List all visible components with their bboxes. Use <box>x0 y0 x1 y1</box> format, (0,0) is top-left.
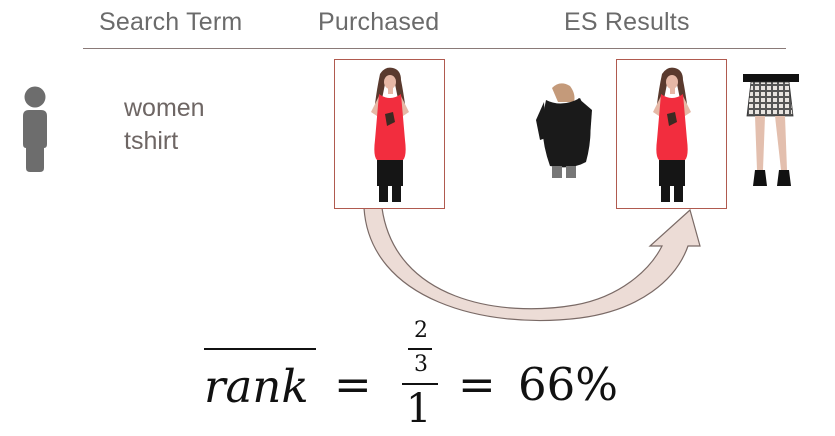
search-term-line-2: tshirt <box>124 127 179 155</box>
rank-formula: rank = 2 3 1 = 66% <box>198 318 638 436</box>
formula-equals-2: = <box>458 358 496 411</box>
result-black-top-image[interactable] <box>530 80 600 180</box>
formula-result: 66% <box>518 358 619 411</box>
formula-main-line <box>402 383 438 385</box>
red-tank-top-image <box>371 67 409 202</box>
search-term-line-1: women <box>124 94 205 122</box>
user-icon <box>23 86 47 172</box>
formula-inner-line <box>408 348 432 350</box>
formula-denominator: 1 <box>406 386 432 432</box>
purchased-product-frame[interactable] <box>334 59 445 209</box>
formula-equals-1: = <box>334 358 372 411</box>
formula-overline <box>204 348 316 350</box>
result-plaid-skirt-image[interactable] <box>741 72 801 192</box>
header-divider <box>83 48 786 49</box>
formula-num-bottom: 3 <box>414 352 428 377</box>
header-search-term: Search Term <box>99 8 243 36</box>
search-term: women tshirt <box>124 92 205 158</box>
header-purchased: Purchased <box>318 8 440 36</box>
header-es-results: ES Results <box>564 8 690 36</box>
formula-rank: rank <box>204 360 309 413</box>
matching-result-frame[interactable] <box>616 59 727 209</box>
formula-num-top: 2 <box>414 318 428 343</box>
result-red-tank-top-image <box>653 67 691 202</box>
